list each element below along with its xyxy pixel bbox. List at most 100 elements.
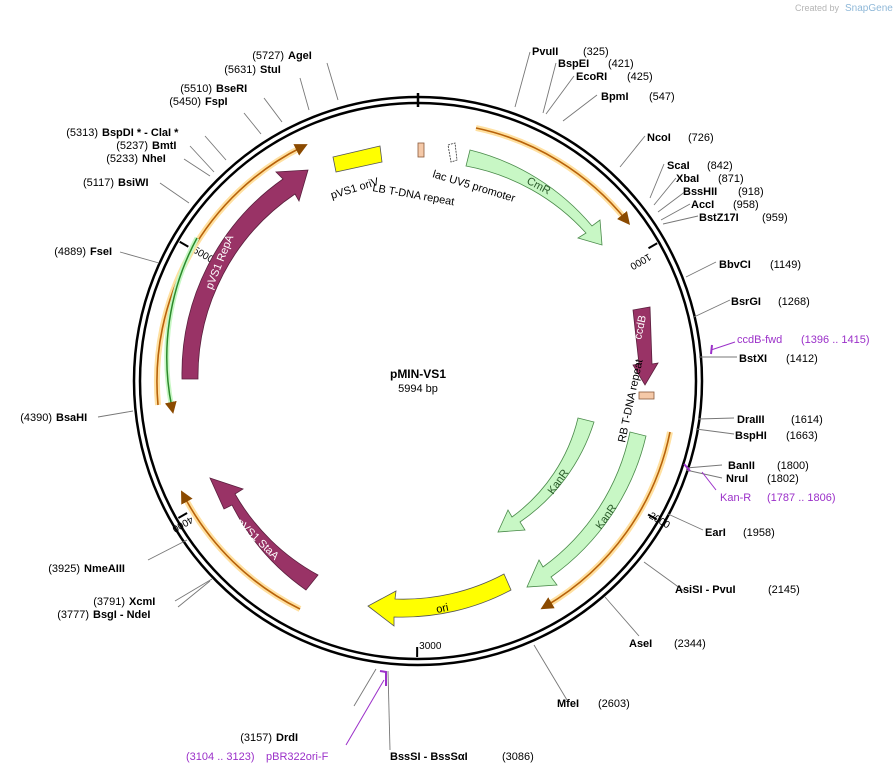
site-pos-bsssi: (3086) (502, 751, 534, 763)
site-name-bsgi[interactable]: BsgI - NdeI (93, 609, 150, 621)
site-name-bsahi[interactable]: BsaHI (56, 412, 87, 424)
site-name-bsshii[interactable]: BssHII (683, 186, 717, 198)
site-pos-stui: (5631) (224, 64, 256, 76)
site-name-drdi[interactable]: DrdI (276, 732, 298, 744)
site-pos-nrui: (1802) (767, 473, 799, 485)
site-pos-scai: (842) (707, 160, 733, 172)
plasmid-name: pMIN-VS1 (390, 367, 446, 381)
site-name-bstz17i[interactable]: BstZ17I (699, 212, 739, 224)
site-name-nrui[interactable]: NruI (726, 473, 748, 485)
credit-brand: SnapGene (845, 3, 893, 14)
site-name-nmeaiii[interactable]: NmeAIII (84, 563, 125, 575)
feature-label-ori: ori (435, 602, 449, 616)
site-pos-agei: (5727) (252, 50, 284, 62)
site-name-xcmi[interactable]: XcmI (129, 596, 155, 608)
site-name-draiii[interactable]: DraIII (737, 414, 765, 426)
site-name-bspei[interactable]: BspEI (558, 58, 589, 70)
site-leaders (97, 51, 737, 751)
plasmid-size: 5994 bp (398, 383, 438, 395)
site-pos-bstxi: (1412) (786, 353, 818, 365)
site-name-fsei[interactable]: FseI (90, 246, 112, 258)
snapgene-credit: Created by SnapGene (795, 3, 893, 14)
feature-rb-tdna (638, 391, 655, 400)
site-pos-bmti: (5237) (116, 140, 148, 152)
site-name-bstxi[interactable]: BstXI (739, 353, 767, 365)
site-name-bbvci[interactable]: BbvCI (719, 259, 751, 271)
orf-arcs (153, 125, 673, 612)
site-name-bsiwi[interactable]: BsiWI (118, 177, 149, 189)
feature-ccdb (632, 306, 659, 386)
feature-pvs1-staa (209, 477, 319, 591)
site-pos-mfei: (2603) (598, 698, 630, 710)
primer-name-ccdb-fwd[interactable]: ccdB-fwd (737, 334, 782, 346)
site-name-bsssi[interactable]: BssSI - BssSαI (390, 751, 468, 763)
site-pos-banii: (1800) (777, 460, 809, 472)
site-pos-nhei: (5233) (106, 153, 138, 165)
site-pos-bseri: (5510) (180, 83, 212, 95)
scale-tick-1000 (648, 242, 658, 250)
site-name-bsrgi[interactable]: BsrGI (731, 296, 761, 308)
primer-name-kan-r[interactable]: Kan-R (720, 492, 751, 504)
site-name-xbai[interactable]: XbaI (676, 173, 699, 185)
scale-tick-label-1000: 1000 (628, 251, 653, 272)
feature-label-rb-tdna: RB T-DNA repeat (616, 358, 645, 443)
site-pos-ecori: (425) (627, 71, 653, 83)
site-pos-bstz17i: (959) (762, 212, 788, 224)
site-name-acci[interactable]: AccI (691, 199, 714, 211)
site-pos-fsei: (4889) (54, 246, 86, 258)
site-pos-bsshii: (918) (738, 186, 764, 198)
site-name-scai[interactable]: ScaI (667, 160, 690, 172)
scale-tick-label-3000: 3000 (419, 641, 442, 652)
site-pos-drdi: (3157) (240, 732, 272, 744)
primer-range-ccdb-fwd: (1396 .. 1415) (801, 334, 870, 346)
site-name-eari[interactable]: EarI (705, 527, 726, 539)
feature-label-ccdb: ccdB (632, 314, 649, 340)
site-name-bseri[interactable]: BseRI (216, 83, 247, 95)
site-pos-fspi: (5450) (169, 96, 201, 108)
site-name-banii[interactable]: BanII (728, 460, 755, 472)
site-pos-draiii: (1614) (791, 414, 823, 426)
site-name-mfei[interactable]: MfeI (557, 698, 579, 710)
feature-kanr-1 (497, 417, 595, 533)
site-name-asei[interactable]: AseI (629, 638, 652, 650)
site-pos-ncoi: (726) (688, 132, 714, 144)
credit-prefix: Created by (795, 3, 840, 13)
site-name-stui[interactable]: StuI (260, 64, 281, 76)
scale-tick-5000 (179, 240, 189, 248)
feature-label-lb-tdna: LB T-DNA repeat (371, 182, 455, 208)
site-pos-pvuii: (325) (583, 46, 609, 58)
site-name-bpmi[interactable]: BpmI (601, 91, 629, 103)
site-name-ncoi[interactable]: NcoI (647, 132, 671, 144)
feature-pvs1-oriv (332, 145, 383, 173)
site-pos-bsahi: (4390) (20, 412, 52, 424)
primer-mark-pbr322ori-f (379, 670, 387, 686)
site-pos-eari: (1958) (743, 527, 775, 539)
feature-label-pvs1-staa: pVS1 StaA (234, 517, 282, 563)
site-name-agei[interactable]: AgeI (288, 50, 312, 62)
scale-tick-2000 (647, 513, 658, 521)
site-name-bmti[interactable]: BmtI (152, 140, 176, 152)
site-pos-xcmi: (3791) (93, 596, 125, 608)
primer-mark-kan-r (683, 463, 691, 472)
backbone (132, 93, 704, 667)
site-name-nhei[interactable]: NheI (142, 153, 166, 165)
feature-lb-tdna (417, 142, 425, 158)
feature-pvs1-repa (181, 169, 309, 380)
site-name-bsphi[interactable]: BspHI (735, 430, 767, 442)
site-name-asisi[interactable]: AsiSI - PvuI (675, 584, 736, 596)
scale-tick-4000 (177, 512, 188, 519)
primer-range-kan-r: (1787 .. 1806) (767, 492, 836, 504)
site-name-bspdi[interactable]: BspDI * - ClaI * (102, 127, 179, 139)
site-pos-bsiwi: (5117) (83, 177, 114, 189)
site-name-fspi[interactable]: FspI (205, 96, 228, 108)
site-name-ecori[interactable]: EcoRI (576, 71, 607, 83)
feature-cmr (465, 149, 603, 246)
feature-ori (367, 573, 512, 627)
site-pos-asei: (2344) (674, 638, 706, 650)
site-pos-bspdi: (5313) (66, 127, 98, 139)
site-labels: (5727) AgeI (5631) StuI (5510) BseRI (54… (20, 46, 823, 763)
site-name-pvuii[interactable]: PvuII (532, 46, 558, 58)
primer-name-pbr322ori-f[interactable]: pBR322ori-F (266, 751, 329, 763)
site-pos-bsgi: (3777) (57, 609, 89, 621)
